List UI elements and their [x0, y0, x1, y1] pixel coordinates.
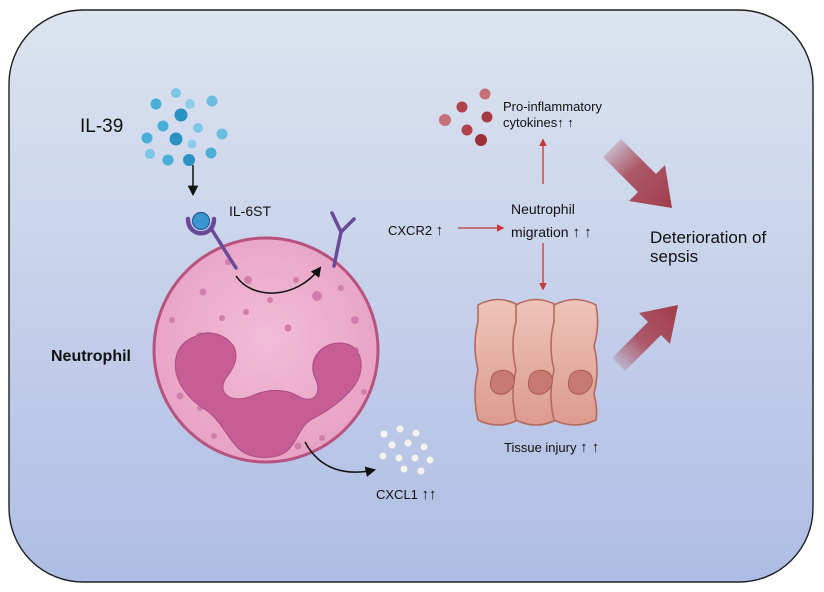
- cxcl1-up-arrows: ↑↑: [421, 486, 437, 503]
- deterioration-label-line1: Deterioration of: [650, 228, 767, 247]
- cxcl1-particle-cluster: [379, 425, 434, 475]
- cell-nucleus: [174, 332, 362, 458]
- tissue-cell-3: [550, 298, 599, 426]
- deterioration-label-line2: sepsis: [650, 247, 699, 266]
- il6st-label: IL-6ST: [229, 203, 272, 219]
- cxcr2-up-arrow: ↑: [435, 222, 444, 239]
- cytokine-particle-cluster: [439, 88, 493, 146]
- migration-text: migration: [511, 224, 569, 240]
- cxcl1-text: CXCL1: [376, 487, 418, 502]
- cxcr2-text: CXCR2: [388, 223, 433, 238]
- tissue-nucleus-2: [527, 369, 553, 395]
- big-arrow-down-icon: [603, 139, 672, 208]
- tissue-nucleus-3: [567, 369, 593, 395]
- cxcl1-label: CXCL1 ↑↑: [376, 486, 437, 503]
- tissue-injury-text: Tissue injury: [504, 440, 577, 455]
- il39-particle-cluster: [141, 88, 228, 166]
- migration-label-line2: migration ↑ ↑: [511, 224, 592, 241]
- nucleus-to-cxcl1-arrow: [304, 441, 377, 477]
- proinflammatory-label-line2: cytokines↑ ↑: [503, 115, 574, 130]
- tissue-cells: [474, 298, 599, 426]
- migration-label-line1: Neutrophil: [511, 201, 575, 217]
- proinflammatory-label-line1: Pro-inflammatory: [503, 99, 602, 114]
- migration-up-arrows: ↑ ↑: [572, 224, 592, 241]
- tissue-injury-label: Tissue injury ↑ ↑: [504, 439, 599, 456]
- tissue-nucleus-1: [489, 369, 515, 395]
- tissue-injury-up-arrows: ↑ ↑: [580, 439, 600, 456]
- il6st-receptor-icon: [185, 211, 238, 270]
- il39-label: IL-39: [80, 116, 124, 137]
- cxcr2-label: CXCR2 ↑: [388, 222, 443, 239]
- big-arrow-up-icon: [612, 305, 678, 371]
- signaling-curve-arrow: [235, 266, 322, 294]
- neutrophil-label: Neutrophil: [51, 348, 131, 365]
- receptor-unbound-icon: [330, 211, 356, 268]
- neutrophil-cell: [152, 236, 380, 464]
